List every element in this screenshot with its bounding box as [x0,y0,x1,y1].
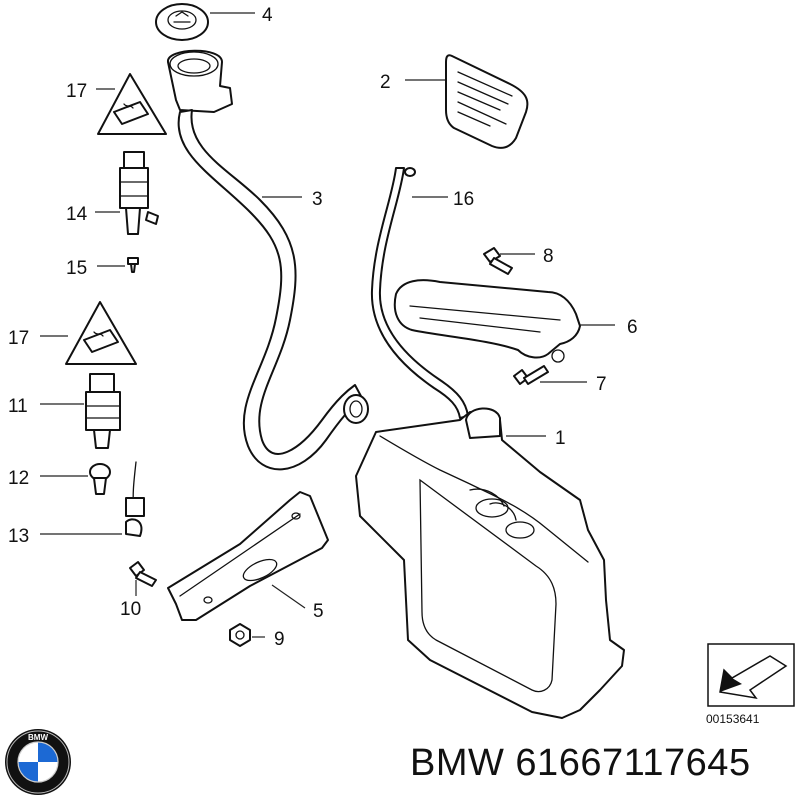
callout-1: 1 [555,428,566,449]
part-vent-tube [370,167,469,419]
part-bolt-8 [483,247,513,275]
part-bolt-7 [513,365,549,385]
callout-5: 5 [313,601,324,622]
part-level-sensor-13 [125,461,145,537]
part-reservoir-tank [355,407,625,719]
part-bolt-10 [129,561,157,587]
callout-8: 8 [543,246,554,267]
part-filler-hose [177,109,369,471]
callout-6: 6 [627,317,638,338]
part-bracket-5 [167,491,329,621]
logo-text: BMW [28,733,48,742]
bmw-roundel-icon: BMW [5,729,71,795]
callout-11: 11 [8,396,28,417]
callout-3: 3 [312,189,323,210]
part-nut-9 [229,623,251,647]
part-filler-neck [167,49,233,113]
part-bracket-6 [393,279,581,363]
callout-15: 15 [66,258,87,279]
callout-13: 13 [8,526,29,547]
callout-10: 10 [120,599,141,620]
orientation-arrow-icon [707,643,795,707]
reference-number: 00153641 [706,712,760,726]
part-warning-label-17a [97,73,167,135]
callout-12: 12 [8,468,29,489]
callout-7: 7 [596,374,607,395]
part-screw-15 [127,257,139,273]
callout-17b: 17 [8,328,29,349]
part-washer-pump-11 [85,373,121,449]
part-washer-pump-14 [119,151,159,235]
callout-4: 4 [262,5,273,26]
callout-17a: 17 [66,81,87,102]
part-grommet-12 [89,463,111,495]
part-label-plate [445,54,529,149]
callout-9: 9 [274,629,285,650]
part-warning-label-17b [65,301,137,365]
callout-14: 14 [66,204,88,225]
part-number-caption: BMW 61667117645 [410,742,751,784]
callout-16: 16 [453,189,474,210]
part-cap [155,3,209,41]
callout-2: 2 [380,72,391,93]
